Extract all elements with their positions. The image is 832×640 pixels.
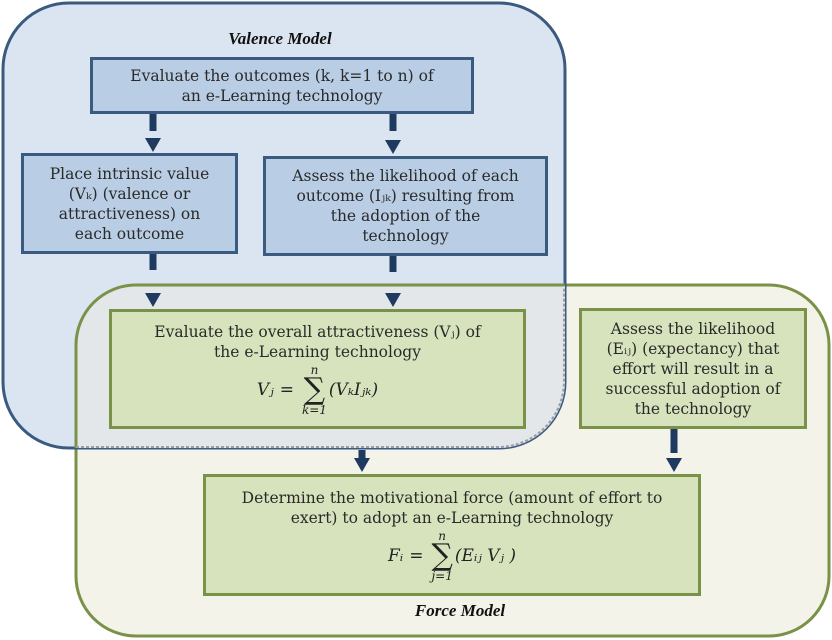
arrow-evaluate-outcomes-to-assess-outcome-likelihood bbox=[385, 114, 401, 154]
arrow-head bbox=[145, 138, 161, 152]
arrow-head bbox=[385, 140, 401, 154]
determine-force-box: Determine the motivational force (amount… bbox=[203, 474, 701, 596]
arrow-head bbox=[145, 293, 161, 307]
formula-equals: = bbox=[409, 546, 424, 566]
assess-expectancy-box: Assess the likelihood (Eᵢⱼ) (expectancy)… bbox=[579, 308, 807, 429]
summation-lower: k=1 bbox=[301, 403, 327, 417]
arrow-shaft bbox=[389, 114, 397, 131]
arrow-head bbox=[354, 458, 370, 472]
formula-rhs: (VₖIⱼₖ) bbox=[328, 380, 379, 400]
formula-equals: = bbox=[279, 380, 294, 400]
arrow-shaft bbox=[149, 254, 157, 270]
valence-edge-dashed bbox=[76, 286, 565, 448]
sigma-symbol: ∑ bbox=[431, 538, 453, 573]
valence-formula: Vⱼ = n ∑ k=1 (VₖIⱼₖ) bbox=[257, 364, 378, 416]
formula-rhs: (Eᵢⱼ Vⱼ ) bbox=[454, 546, 517, 566]
summation-upper: n bbox=[438, 529, 447, 543]
force-model-label: Force Model bbox=[414, 601, 506, 620]
arrow-assess-outcome-likelihood-to-evaluate-attractiveness bbox=[385, 256, 401, 307]
arrow-evaluate-attractiveness-to-determine-force bbox=[354, 450, 370, 472]
summation: n ∑ j=1 bbox=[431, 530, 452, 582]
arrow-head bbox=[666, 458, 682, 472]
assess-outcome-likelihood-text: Assess the likelihood of each outcome (I… bbox=[292, 167, 519, 245]
arrow-shaft bbox=[149, 114, 157, 131]
determine-force-text: Determine the motivational force (amount… bbox=[241, 489, 663, 527]
place-intrinsic-value-box: Place intrinsic value (Vₖ) (valence or a… bbox=[21, 153, 238, 254]
force-formula: Fᵢ = n ∑ j=1 (Eᵢⱼ Vⱼ ) bbox=[388, 530, 516, 582]
evaluate-attractiveness-text: Evaluate the overall attractiveness (Vⱼ)… bbox=[154, 323, 481, 361]
arrow-evaluate-outcomes-to-place-intrinsic-value bbox=[145, 114, 161, 152]
place-intrinsic-value-text: Place intrinsic value (Vₖ) (valence or a… bbox=[49, 164, 210, 243]
arrow-assess-expectancy-to-determine-force bbox=[666, 429, 682, 472]
formula-lhs: Vⱼ bbox=[256, 380, 274, 400]
summation-lower: j=1 bbox=[431, 569, 453, 583]
arrow-shaft bbox=[670, 429, 678, 453]
valence-model-label: Valence Model bbox=[228, 29, 332, 48]
formula-lhs: Fᵢ bbox=[387, 546, 404, 566]
evaluate-attractiveness-box: Evaluate the overall attractiveness (Vⱼ)… bbox=[109, 309, 526, 429]
evaluate-outcomes-box: Evaluate the outcomes (k, k=1 to n) of a… bbox=[90, 57, 474, 114]
arrow-shaft bbox=[389, 256, 397, 272]
summation-upper: n bbox=[310, 363, 319, 377]
evaluate-outcomes-text: Evaluate the outcomes (k, k=1 to n) of a… bbox=[130, 66, 434, 105]
sigma-symbol: ∑ bbox=[303, 372, 326, 407]
assess-expectancy-text: Assess the likelihood (Eᵢⱼ) (expectancy)… bbox=[605, 319, 781, 418]
assess-outcome-likelihood-box: Assess the likelihood of each outcome (I… bbox=[263, 156, 548, 256]
summation: n ∑ k=1 bbox=[302, 364, 327, 416]
arrow-place-intrinsic-value-to-evaluate-attractiveness bbox=[145, 254, 161, 307]
arrow-head bbox=[385, 293, 401, 307]
